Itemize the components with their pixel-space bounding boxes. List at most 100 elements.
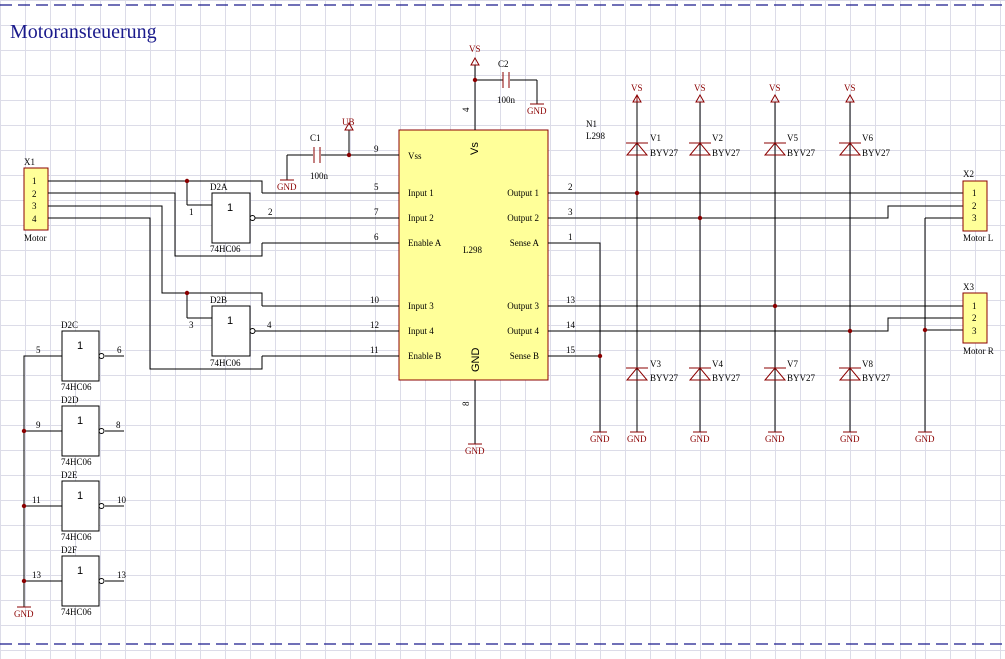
connector-x3[interactable]: X3 Motor R 1 2 3: [962, 282, 994, 356]
pin-name-vss: Vss: [408, 151, 422, 161]
svg-text:BYV27: BYV27: [862, 148, 891, 158]
l298-gnd-label: GND: [470, 348, 482, 373]
inverter-d2b[interactable]: 1 D2B 74HC06 3 4: [189, 295, 272, 368]
svg-text:1: 1: [972, 301, 977, 311]
pin-name-input4: Input 4: [408, 326, 434, 336]
pin-num-6: 6: [374, 232, 379, 242]
svg-text:V7: V7: [787, 359, 798, 369]
svg-text:4: 4: [32, 214, 37, 224]
svg-text:VS: VS: [844, 83, 856, 93]
l298-driver-ic[interactable]: N1 L298 L298 Vs GND Vss Input 1 Input 2 …: [398, 119, 605, 381]
svg-text:V8: V8: [862, 359, 873, 369]
pin-num-5: 5: [374, 182, 379, 192]
unused-gates-wiring: [21, 355, 124, 607]
svg-text:VS: VS: [694, 83, 706, 93]
gnd-symbol-v8: GND: [840, 431, 860, 444]
gnd-symbol-motor: GND: [915, 431, 935, 444]
capacitor-c1[interactable]: C1 100n: [310, 133, 329, 181]
svg-text:1: 1: [77, 490, 83, 502]
svg-text:1: 1: [77, 340, 83, 352]
l298-vs-label: Vs: [469, 142, 481, 155]
svg-text:GND: GND: [915, 434, 935, 444]
svg-text:D2F: D2F: [61, 545, 77, 555]
svg-text:BYV27: BYV27: [787, 148, 816, 158]
svg-text:D2D: D2D: [61, 395, 79, 405]
svg-text:5: 5: [36, 345, 41, 355]
svg-text:X2: X2: [963, 169, 974, 179]
svg-text:GND: GND: [14, 609, 34, 619]
svg-text:3: 3: [972, 326, 977, 336]
vs-symbol-chip: VS: [469, 44, 481, 66]
svg-text:Motor L: Motor L: [963, 233, 993, 243]
svg-text:6: 6: [117, 345, 122, 355]
gnd-symbol-v7: GND: [765, 431, 785, 444]
d2a-ref: D2A: [210, 182, 228, 192]
pin-name-input3: Input 3: [408, 301, 434, 311]
svg-text:GND: GND: [465, 446, 485, 456]
svg-text:2: 2: [268, 207, 273, 217]
svg-text:9: 9: [36, 420, 41, 430]
svg-text:BYV27: BYV27: [650, 373, 679, 383]
connector-x2[interactable]: X2 Motor L 1 2 3: [962, 169, 993, 243]
pin-num-2: 2: [568, 182, 573, 192]
svg-text:BYV27: BYV27: [712, 373, 741, 383]
c1-value: 100n: [310, 171, 329, 181]
output-wiring: [548, 102, 963, 432]
svg-text:VS: VS: [631, 83, 643, 93]
diode-v4[interactable]: V4 BYV27: [688, 359, 741, 383]
diode-v7[interactable]: V7 BYV27: [763, 359, 816, 383]
diode-v1[interactable]: V1 BYV27: [625, 133, 679, 158]
inverter-d2a[interactable]: 1 D2A 74HC06 1 2: [189, 182, 273, 254]
svg-text:V1: V1: [650, 133, 661, 143]
diode-v8[interactable]: V8 BYV27: [838, 359, 891, 383]
l298-body-label: L298: [463, 245, 482, 255]
pin-num-11: 11: [370, 345, 379, 355]
pin-name-input2: Input 2: [408, 213, 434, 223]
svg-text:2: 2: [972, 201, 977, 211]
inverter-d2f[interactable]: 1 D2F 74HC06 13 13: [32, 545, 127, 617]
svg-text:4: 4: [267, 320, 272, 330]
svg-text:V6: V6: [862, 133, 873, 143]
svg-text:Motor R: Motor R: [963, 346, 994, 356]
pin-num-13: 13: [566, 295, 576, 305]
gnd-symbol-sense: GND: [590, 431, 610, 444]
pin-num-3: 3: [568, 207, 573, 217]
svg-text:10: 10: [117, 495, 127, 505]
diode-v6[interactable]: V6 BYV27: [838, 133, 891, 158]
capacitor-c2[interactable]: C2 100n: [497, 59, 516, 105]
c2-value: 100n: [497, 95, 516, 105]
diode-v3[interactable]: V3 BYV27: [625, 359, 679, 383]
pin-name-enable-a: Enable A: [408, 238, 442, 248]
svg-text:V4: V4: [712, 359, 723, 369]
diode-v5[interactable]: V5 BYV27: [763, 133, 816, 158]
inverter-d2e[interactable]: 1 D2E 74HC06 11 10: [32, 470, 127, 542]
pin-name-sense-a: Sense A: [510, 238, 540, 248]
svg-text:BYV27: BYV27: [787, 373, 816, 383]
svg-text:X3: X3: [963, 282, 974, 292]
svg-text:13: 13: [117, 570, 127, 580]
svg-text:2: 2: [972, 313, 977, 323]
diode-v2[interactable]: V2 BYV27: [688, 133, 741, 158]
vs-supply-net: [472, 65, 538, 444]
pin-num-15: 15: [566, 345, 576, 355]
connector-x1[interactable]: X1 Motor 1 2 3 4: [23, 157, 49, 243]
ub-symbol: UB: [342, 117, 355, 131]
inverter-d2c[interactable]: 1 D2C 74HC06 5 6: [36, 320, 122, 392]
svg-text:BYV27: BYV27: [650, 148, 679, 158]
svg-text:74HC06: 74HC06: [61, 607, 92, 617]
pin-name-output4: Output 4: [507, 326, 539, 336]
svg-text:1: 1: [189, 207, 194, 217]
svg-text:VS: VS: [769, 83, 781, 93]
pin-num-12: 12: [370, 320, 379, 330]
svg-text:1: 1: [77, 565, 83, 577]
d2b-ref: D2B: [210, 295, 227, 305]
svg-text:2: 2: [32, 189, 37, 199]
inverter-d2d[interactable]: 1 D2D 74HC06 9 8: [36, 395, 121, 467]
pin-num-10: 10: [370, 295, 380, 305]
vs-symbol-v2: VS: [694, 83, 706, 103]
svg-text:74HC06: 74HC06: [61, 382, 92, 392]
svg-text:V2: V2: [712, 133, 723, 143]
svg-text:13: 13: [32, 570, 42, 580]
pin-name-sense-b: Sense B: [510, 351, 539, 361]
pin-num-8: 8: [461, 401, 471, 406]
